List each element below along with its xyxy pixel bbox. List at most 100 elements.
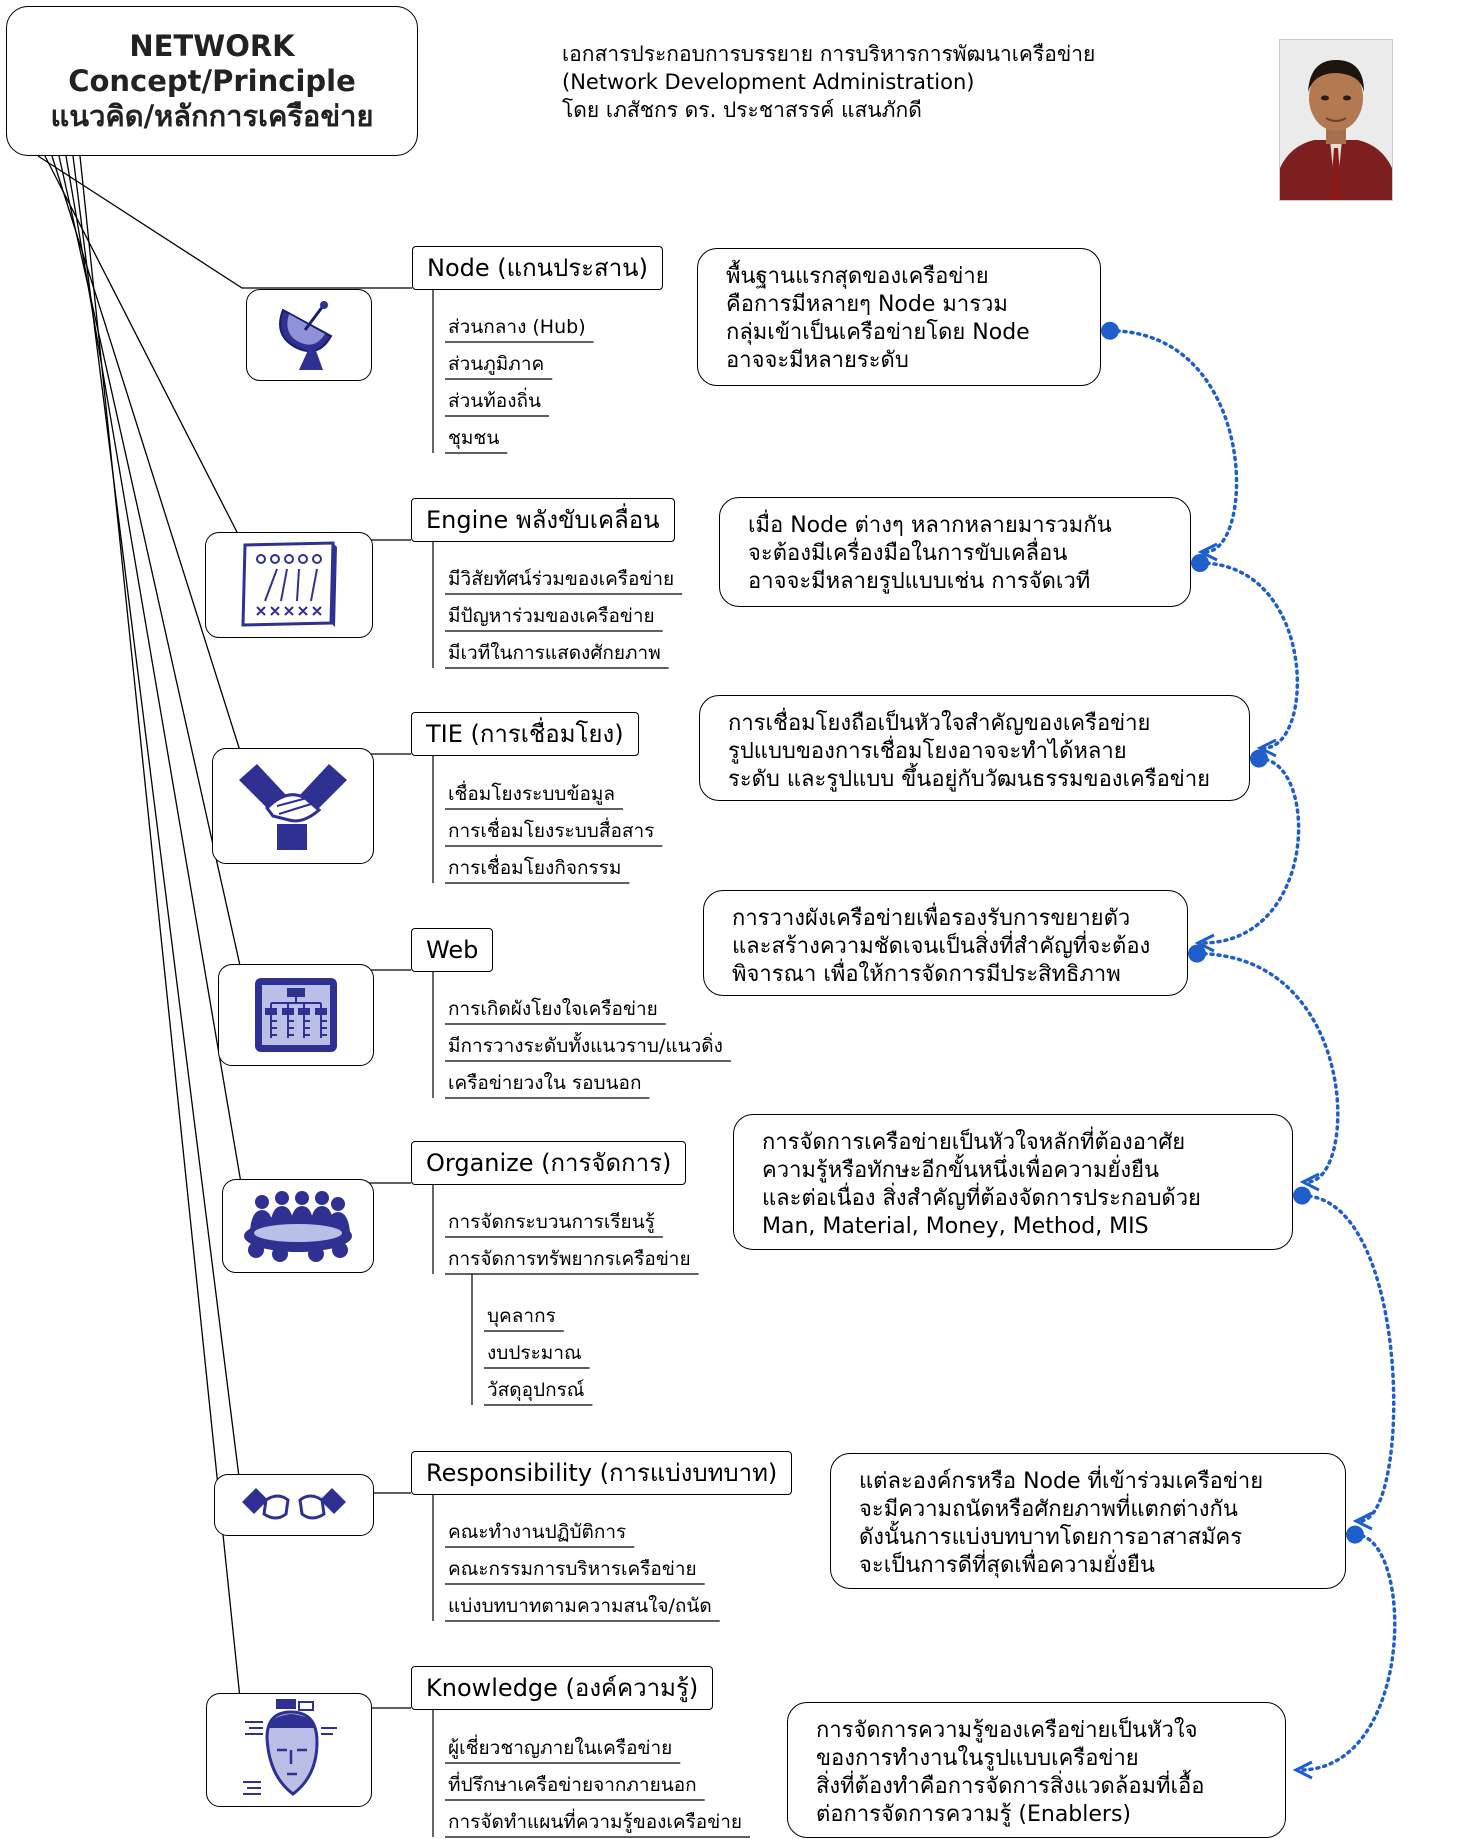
hand-gesture-icon [242, 1488, 346, 1520]
note-tie-line-3: ระดับ และรูปแบบ ขึ้นอยู่กับวัฒนธรรมของเค… [728, 767, 1211, 792]
topic-knowledge-label: Knowledge (องค์ความรู้) [426, 1674, 699, 1702]
note-node-line-2: คือการมีหลายๆ Node มารวม [726, 292, 1008, 317]
branch-line-node [37, 155, 412, 289]
note-engine-line-2: จะต้องมีเครื่องมือในการขับเคลื่อน [748, 541, 1068, 566]
thinking-head-icon [243, 1699, 337, 1796]
topic-engine: Engine พลังขับเคลื่อน [411, 498, 675, 542]
note-organize: การจัดการเครือข่ายเป็นหัวใจหลักที่ต้องอา… [733, 1114, 1293, 1250]
note-node-line-4: อาจจะมีหลายระดับ [726, 348, 909, 373]
note-organize-line-4: Man, Material, Money, Method, MIS [762, 1214, 1149, 1239]
org-chart-icon [255, 978, 337, 1052]
responsibility-sub-3: แบ่งบทบาทตามความสนใจ/ถนัด [448, 1595, 712, 1617]
flow-arrow [1200, 756, 1301, 945]
engine-sub-1: มีวิสัยทัศน์ร่วมของเครือข่าย [448, 568, 675, 590]
node-sub-2: ส่วนภูมิภาค [448, 353, 545, 375]
tie-sub-2: การเชื่อมโยงระบบสื่อสาร [448, 820, 655, 842]
note-web: การวางผังเครือข่ายเพื่อรองรับการขยายตัว … [703, 890, 1188, 996]
node-sub-3: ส่วนท้องถิ่น [448, 390, 541, 412]
flow-arrowhead [1292, 1760, 1313, 1780]
note-responsibility-line-3: ดังนั้นการแบ่งบทบาทโดยการอาสาสมัคร [859, 1525, 1243, 1550]
flow-arrow [1198, 561, 1300, 750]
node-icon-card [246, 289, 372, 381]
note-tie: การเชื่อมโยงถือเป็นหัวใจสำคัญของเครือข่า… [699, 695, 1250, 801]
flow-arrowhead [1197, 542, 1218, 562]
engine-sub-2: มีปัญหาร่วมของเครือข่าย [448, 605, 655, 627]
note-responsibility-line-4: จะเป็นการดีที่สุดเพื่อความยั่งยืน [859, 1553, 1155, 1578]
tie-icon-card [212, 748, 374, 864]
web-sub-2: มีการวางระดับทั้งแนวราบ/แนวดิ่ง [448, 1035, 723, 1057]
topic-node-label: Node (แกนประสาน) [427, 254, 648, 282]
handshake-icon [239, 764, 347, 850]
note-organize-line-2: ความรู้หรือทักษะอีกขั้นหนึ่งเพื่อความยั่… [762, 1158, 1160, 1183]
title-line-2: Concept/Principle [68, 63, 356, 98]
organize-subsub-1: บุคลากร [487, 1305, 556, 1327]
web-icon-card [218, 964, 374, 1066]
topic-node: Node (แกนประสาน) [412, 246, 663, 290]
document-header: เอกสารประกอบการบรรยาย การบริหารการพัฒนาเ… [562, 40, 1095, 124]
flow-arrow [1300, 1193, 1396, 1523]
flow-arrow [1298, 1532, 1397, 1772]
note-knowledge: การจัดการความรู้ของเครือข่ายเป็นหัวใจ ขอ… [787, 1702, 1286, 1838]
flow-arrowhead [1352, 1511, 1373, 1531]
node-sub-4: ชุมชน [448, 427, 500, 449]
organize-sub-2: การจัดการทรัพยากรเครือข่าย [448, 1248, 691, 1270]
knowledge-sub-3: การจัดทำแผนที่ความรู้ของเครือข่าย [448, 1811, 742, 1833]
central-title-node: NETWORK Concept/Principle แนวคิด/หลักการ… [6, 6, 418, 156]
engine-icon-card [205, 532, 373, 638]
topic-knowledge: Knowledge (องค์ความรู้) [411, 1666, 714, 1710]
topic-organize: Organize (การจัดการ) [411, 1141, 687, 1185]
branch-line-tie [51, 155, 411, 755]
topic-tie: TIE (การเชื่อมโยง) [411, 712, 639, 756]
strategy-board-icon [241, 541, 337, 627]
flow-arrow [1195, 951, 1340, 1184]
note-responsibility-line-1: แต่ละองค์กรหรือ Node ที่เข้าร่วมเครือข่า… [859, 1469, 1264, 1494]
flow-arrowhead [1194, 933, 1215, 953]
note-web-line-2: และสร้างความชัดเจนเป็นสิ่งที่สำคัญที่จะต… [732, 934, 1151, 959]
header-line-3: โดย เภสัชกร ดร. ประชาสรรค์ แสนภักดี [562, 98, 922, 122]
author-photo [1279, 39, 1393, 201]
header-line-2: (Network Development Administration) [562, 70, 975, 94]
organize-icon-card [222, 1179, 374, 1273]
topic-responsibility-label: Responsibility (การแบ่งบทบาท) [426, 1459, 778, 1487]
note-web-line-3: พิจารณา เพื่อให้การจัดการมีประสิทธิภาพ [732, 962, 1121, 987]
topic-web-label: Web [426, 936, 479, 964]
tie-sub-1: เชื่อมโยงระบบข้อมูล [448, 783, 616, 805]
note-knowledge-line-2: ของการทำงานในรูปแบบเครือข่าย [816, 1746, 1139, 1771]
satellite-dish-icon [279, 301, 333, 370]
tie-sub-3: การเชื่อมโยงกิจกรรม [448, 857, 622, 879]
flow-arrow [1108, 329, 1239, 554]
note-node: พื้นฐานแรกสุดของเครือข่าย คือการมีหลายๆ … [697, 248, 1101, 386]
note-engine: เมื่อ Node ต่างๆ หลากหลายมารวมกัน จะต้อง… [719, 497, 1191, 607]
note-responsibility-line-2: จะมีความถนัดหรือศักยภาพที่แตกต่างกัน [859, 1497, 1238, 1522]
flow-arrowhead [1299, 1172, 1320, 1192]
note-web-line-1: การวางผังเครือข่ายเพื่อรองรับการขยายตัว [732, 906, 1131, 931]
knowledge-sub-1: ผู้เชี่ยวชาญภายในเครือข่าย [448, 1737, 673, 1759]
topic-organize-label: Organize (การจัดการ) [426, 1149, 672, 1177]
flow-arrowhead [1256, 738, 1277, 758]
meeting-people-icon [244, 1191, 352, 1262]
note-engine-line-3: อาจจะมีหลายรูปแบบเช่น การจัดเวที [748, 569, 1091, 594]
web-sub-3: เครือข่ายวงใน รอบนอก [448, 1072, 642, 1094]
responsibility-sub-1: คณะทำงานปฏิบัติการ [448, 1521, 627, 1543]
note-knowledge-line-4: ต่อการจัดการความรู้ (Enablers) [816, 1802, 1132, 1827]
note-node-line-3: กลุ่มเข้าเป็นเครือข่ายโดย Node [726, 320, 1030, 345]
note-knowledge-line-3: สิ่งที่ต้องทำคือการจัดการสิ่งแวดล้อมที่เ… [816, 1774, 1205, 1799]
note-tie-line-1: การเชื่อมโยงถือเป็นหัวใจสำคัญของเครือข่า… [728, 711, 1151, 736]
note-engine-line-1: เมื่อ Node ต่างๆ หลากหลายมารวมกัน [748, 513, 1112, 538]
engine-sub-3: มีเวทีในการแสดงศักยภาพ [448, 642, 661, 664]
topic-engine-label: Engine พลังขับเคลื่อน [426, 506, 660, 534]
responsibility-sub-2: คณะกรรมการบริหารเครือข่าย [448, 1558, 697, 1580]
topic-responsibility: Responsibility (การแบ่งบทบาท) [411, 1451, 793, 1495]
note-organize-line-3: และต่อเนื่อง สิ่งสำคัญที่ต้องจัดการประกอ… [762, 1186, 1201, 1211]
note-organize-line-1: การจัดการเครือข่ายเป็นหัวใจหลักที่ต้องอา… [762, 1130, 1186, 1155]
organize-subsub-2: งบประมาณ [487, 1342, 582, 1364]
organize-subsub-3: วัสดุอุปกรณ์ [487, 1379, 585, 1401]
knowledge-icon-card [206, 1693, 372, 1807]
topic-tie-label: TIE (การเชื่อมโยง) [426, 720, 624, 748]
note-node-line-1: พื้นฐานแรกสุดของเครือข่าย [726, 264, 989, 289]
title-line-3: แนวคิด/หลักการเครือข่าย [50, 98, 374, 133]
organize-sub-1: การจัดกระบวนการเรียนรู้ [448, 1211, 655, 1233]
note-tie-line-2: รูปแบบของการเชื่อมโยงอาจจะทำได้หลาย [728, 739, 1127, 764]
note-knowledge-line-1: การจัดการความรู้ของเครือข่ายเป็นหัวใจ [816, 1718, 1198, 1743]
note-responsibility: แต่ละองค์กรหรือ Node ที่เข้าร่วมเครือข่า… [830, 1453, 1346, 1589]
